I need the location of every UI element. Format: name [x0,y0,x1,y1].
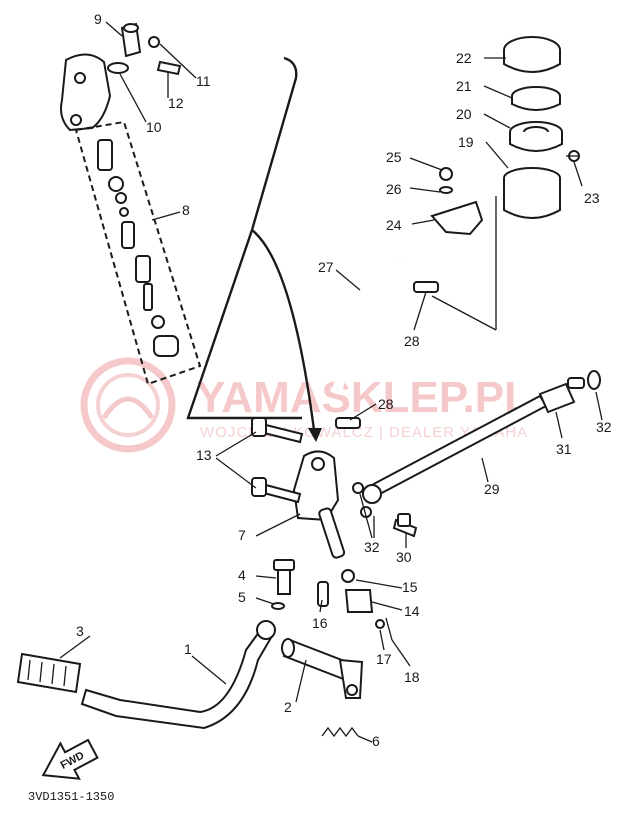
brake-pedal [16,559,411,743]
watermark-logo [80,357,176,453]
watermark-brand: YAMASKLEP.PL [196,373,531,422]
callout-19: 19 [458,134,474,150]
callout-32-mid: 32 [364,539,380,555]
callout-32-right: 32 [596,419,612,435]
callout-28-lower: 28 [378,396,394,412]
diagram-code: 3VD1351-1350 [28,790,114,804]
callout-16: 16 [312,615,328,631]
callout-14: 14 [404,603,420,619]
callout-labels: 9 11 12 10 8 22 21 20 19 25 23 26 24 27 … [76,11,612,749]
callout-9: 9 [94,11,102,27]
callout-25: 25 [386,149,402,165]
section-divider [186,56,322,442]
callout-28-upper: 28 [404,333,420,349]
callout-31: 31 [556,441,572,457]
callout-30: 30 [396,549,412,565]
callout-8: 8 [182,202,190,218]
callout-27: 27 [318,259,334,275]
callout-26: 26 [386,181,402,197]
callout-10: 10 [146,119,162,135]
callout-23: 23 [584,190,600,206]
callout-7: 7 [238,527,246,543]
reservoir-assembly [333,36,583,429]
callout-20: 20 [456,106,472,122]
callout-11: 11 [196,73,211,89]
callout-3: 3 [76,623,84,639]
callout-22: 22 [456,50,472,66]
callout-1: 1 [184,641,192,657]
callout-6: 6 [372,733,380,749]
callout-18: 18 [404,669,420,685]
callout-24: 24 [386,217,402,233]
callout-17: 17 [376,651,392,667]
callout-2: 2 [284,699,292,715]
callout-15: 15 [402,579,418,595]
callout-5: 5 [238,589,246,605]
master-cylinder-mid [215,370,603,559]
callout-13: 13 [196,447,212,463]
callout-4: 4 [238,567,246,583]
callout-29: 29 [484,481,500,497]
master-cylinder-top [60,21,202,386]
fwd-arrow: FWD [41,738,99,780]
callout-12: 12 [168,95,184,111]
callout-21: 21 [456,78,472,94]
watermark: YAMASKLEP.PL WOJCIECH KOWALCZ | DEALER Y… [80,357,531,453]
